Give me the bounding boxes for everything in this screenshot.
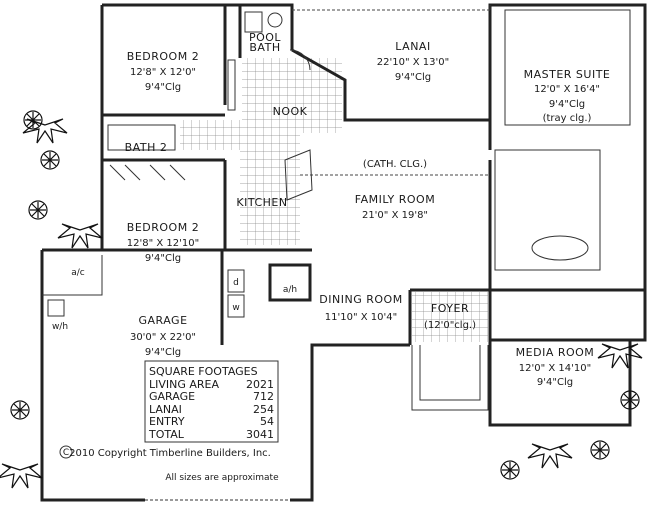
lanai-name: LANAI xyxy=(395,40,430,53)
garage-ceiling: 9'4"Clg xyxy=(145,347,181,358)
garage-dims: 30'0" X 22'0" xyxy=(130,332,196,343)
bedroom-bottom-ceiling: 9'4"Clg xyxy=(145,253,181,264)
sqft-value: 3041 xyxy=(246,428,274,441)
sqft-label: TOTAL xyxy=(148,428,185,441)
washer-label: w xyxy=(232,303,239,313)
dryer-label: d xyxy=(233,278,239,288)
sqft-label: LANAI xyxy=(149,403,182,416)
media-room-dims: 12'0" X 14'10" xyxy=(519,363,591,374)
foyer-tile-floor xyxy=(412,292,488,342)
ac-label: a/c xyxy=(71,268,85,278)
master-suite-ceiling: 9'4"Clg xyxy=(549,99,585,110)
foyer-ceiling: (12'0"clg.) xyxy=(424,320,476,331)
master-suite-dims: 12'0" X 16'4" xyxy=(534,84,600,95)
dining-room-dims: 11'10" X 10'4" xyxy=(325,312,397,323)
master-suite-name: MASTER SUITE xyxy=(524,68,611,81)
sqft-label: LIVING AREA xyxy=(149,378,220,391)
bedroom-bottom-dims: 12'8" X 12'10" xyxy=(127,238,199,249)
sqft-label: GARAGE xyxy=(149,390,195,403)
bath2-name: BATH 2 xyxy=(125,141,168,154)
pool-bath-label-2: BATH xyxy=(249,41,280,54)
lanai-dims: 22'10" X 13'0" xyxy=(377,57,449,68)
dining-room-name: DINING ROOM xyxy=(319,293,402,306)
copyright-text: 2010 Copyright Timberline Builders, Inc. xyxy=(69,448,271,459)
family-room-dims: 21'0" X 19'8" xyxy=(362,210,428,221)
sqft-title: SQUARE FOOTAGES xyxy=(149,365,258,378)
family-room-name: FAMILY ROOM xyxy=(355,193,435,206)
interior-walls xyxy=(42,5,645,501)
sqft-label: ENTRY xyxy=(149,415,185,428)
pool-bath-label-1: POOL xyxy=(249,31,281,44)
foyer-name: FOYER xyxy=(431,302,469,315)
kitchen-tile-floor xyxy=(240,150,300,245)
hall-tile-floor xyxy=(180,120,300,150)
master-suite-note: (tray clg.) xyxy=(543,113,592,124)
sqft-value: 712 xyxy=(253,390,274,403)
copyright-circle xyxy=(59,445,73,459)
sqft-value: 54 xyxy=(260,415,274,428)
air-handler-label: a/h xyxy=(283,285,297,295)
garage-name: GARAGE xyxy=(138,314,187,327)
approximate-note: All sizes are approximate xyxy=(165,473,279,483)
bedroom-top-dims: 12'8" X 12'0" xyxy=(130,67,196,78)
kitchen-name: KITCHEN xyxy=(236,196,287,209)
square-footage-table: SQUARE FOOTAGES LIVING AREA 2021 GARAGE … xyxy=(144,360,279,443)
media-room-ceiling: 9'4"Clg xyxy=(537,377,573,388)
lanai-ceiling: 9'4"Clg xyxy=(395,72,431,83)
media-room-name: MEDIA ROOM xyxy=(516,346,595,359)
nook-name: NOOK xyxy=(273,105,308,118)
sqft-value: 2021 xyxy=(246,378,274,391)
water-heater-label: w/h xyxy=(52,322,68,332)
copyright-symbol: C xyxy=(63,448,69,458)
bedroom-top-ceiling: 9'4"Clg xyxy=(145,82,181,93)
sqft-value: 254 xyxy=(253,403,274,416)
bedroom-top-name: BEDROOM 2 xyxy=(127,50,199,63)
family-room-note: (CATH. CLG.) xyxy=(363,159,427,170)
bedroom-bottom-name: BEDROOM 2 xyxy=(127,221,199,234)
